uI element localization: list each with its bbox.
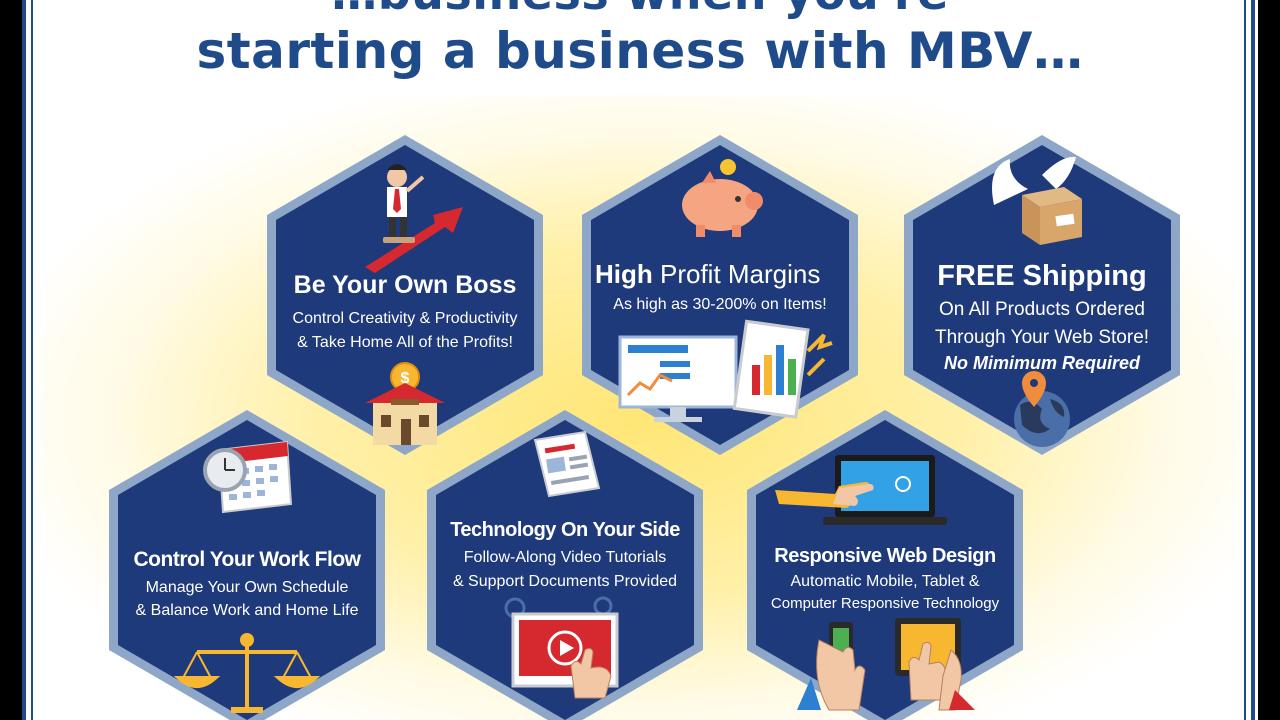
video-play-icon <box>504 596 619 699</box>
phone-tablet-icon <box>797 618 975 711</box>
profit-line1: As high as 30-200% on Items! <box>613 296 826 313</box>
shipping-line2: Through Your Web Store! <box>935 327 1149 348</box>
workflow-line1: Manage Your Own Schedule <box>146 579 349 596</box>
house-coin-icon: $ <box>365 362 445 445</box>
hex-free-shipping: FREE Shipping On All Products Ordered Th… <box>904 135 1180 455</box>
hex-technology-on-your-side: Technology On Your Side Follow-Along Vid… <box>427 410 703 720</box>
profit-title: High Profit Margins <box>595 259 820 289</box>
tech-title: Technology On Your Side <box>450 519 680 541</box>
hex-high-profit-margins: High Profit Margins As high as 30-200% o… <box>582 135 858 455</box>
businessman-arrow-icon <box>365 164 463 273</box>
web-line2: Computer Responsive Technology <box>771 595 1000 612</box>
headline-main: starting a business with MBV… <box>196 22 1084 80</box>
newspaper-icon <box>533 430 601 498</box>
tech-line2: & Support Documents Provided <box>453 573 677 590</box>
shipping-line1: On All Products Ordered <box>939 299 1145 320</box>
hex-responsive-web-design: Responsive Web Design Automatic Mobile, … <box>747 410 1023 720</box>
boss-line1: Control Creativity & Productivity <box>293 310 518 327</box>
headline-top: …business when you're <box>0 0 1280 20</box>
laptop-hand-icon <box>775 455 947 525</box>
svg-text:$: $ <box>401 370 410 387</box>
hex-be-your-own-boss: Be Your Own Boss Control Creativity & Pr… <box>267 135 543 455</box>
calendar-clock-icon <box>203 440 293 514</box>
boss-title: Be Your Own Boss <box>294 271 517 299</box>
globe-pin-icon <box>1014 371 1070 447</box>
tech-line1: Follow-Along Video Tutorials <box>464 549 666 566</box>
boss-line2: & Take Home All of the Profits! <box>297 334 513 351</box>
workflow-line2: & Balance Work and Home Life <box>136 602 359 619</box>
scales-icon <box>173 633 321 713</box>
charts-icon <box>618 319 833 422</box>
workflow-title: Control Your Work Flow <box>134 548 362 571</box>
shipping-line3: No Mimimum Required <box>944 353 1141 373</box>
hex-control-work-flow: Control Your Work Flow Manage Your Own S… <box>109 410 385 720</box>
web-title: Responsive Web Design <box>774 545 995 567</box>
web-line1: Automatic Mobile, Tablet & <box>790 573 979 590</box>
winged-box-icon <box>992 156 1082 245</box>
shipping-title: FREE Shipping <box>937 260 1146 292</box>
piggy-bank-icon <box>682 159 763 237</box>
